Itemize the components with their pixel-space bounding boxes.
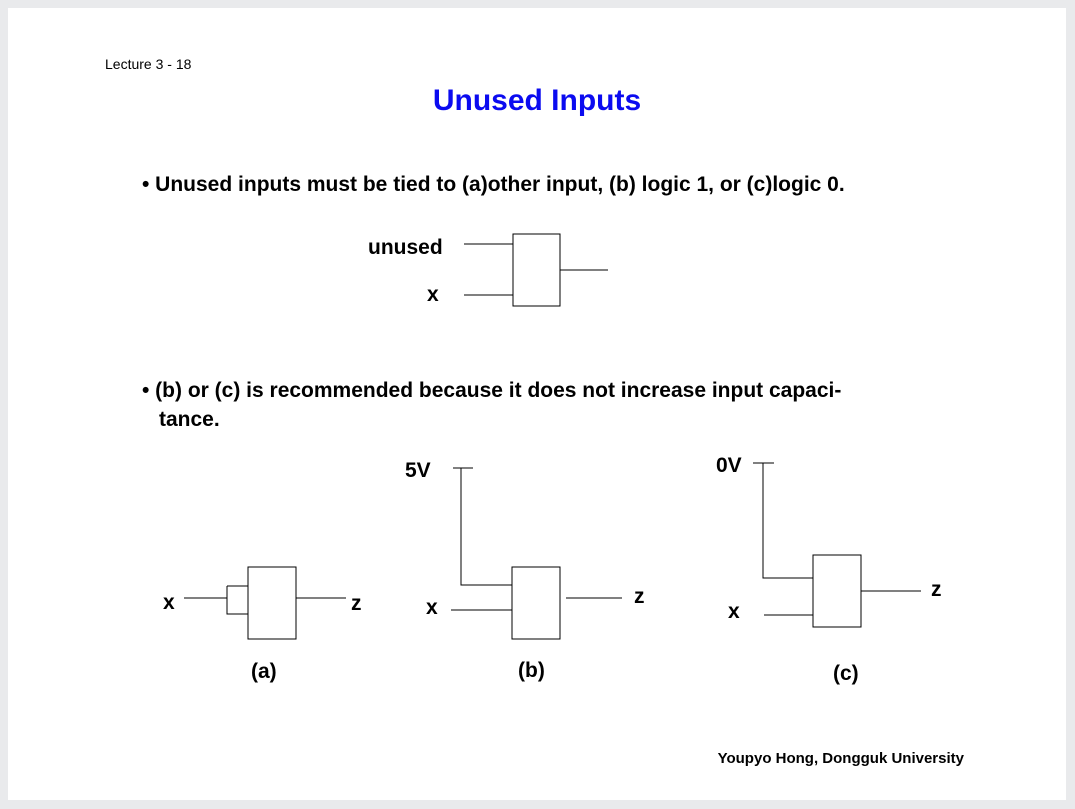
bullet-unused-inputs: • Unused inputs must be tied to (a)other… [142,173,845,196]
gate-a-box [247,566,297,640]
top-gate-box [512,233,561,307]
gate-a-x-label: x [163,591,175,614]
slide-title: Unused Inputs [432,84,642,117]
gate-b-5v-label: 5V [405,459,431,482]
gate-c-caption: (c) [833,662,859,685]
gate-c-0v-label: 0V [716,454,742,477]
gate-a-caption: (a) [251,660,277,683]
top-gate-x-label: x [427,283,439,306]
lecture-label: Lecture 3 - 18 [105,56,192,72]
gate-c-supply-wire [762,463,813,579]
gate-c-box [812,554,862,628]
top-gate-unused-label: unused [368,236,443,259]
bullet-recommendation-line2: tance. [159,408,220,431]
slide: Lecture 3 - 18 Unused Inputs • Unused in… [8,8,1066,800]
gate-c-z-label: z [931,578,942,601]
gate-a-tied-inputs-wire [226,585,248,615]
gate-c-x-label: x [728,600,740,623]
gate-b-box [511,566,561,640]
bullet-recommendation: • (b) or (c) is recommended because it d… [142,376,962,434]
gate-b-z-label: z [634,585,645,608]
gate-c-diagram [753,462,921,628]
gate-b-caption: (b) [518,659,545,682]
gate-b-x-label: x [426,596,438,619]
gate-b-diagram [451,467,622,640]
bullet-recommendation-line1: • (b) or (c) is recommended because it d… [142,379,842,402]
gate-a-z-label: z [351,592,362,615]
gate-b-supply-wire [460,468,512,586]
top-gate-diagram [464,233,608,307]
footer-author: Youpyo Hong, Dongguk University [717,750,964,767]
gate-diagrams [184,233,921,640]
gate-a-diagram [184,566,346,640]
